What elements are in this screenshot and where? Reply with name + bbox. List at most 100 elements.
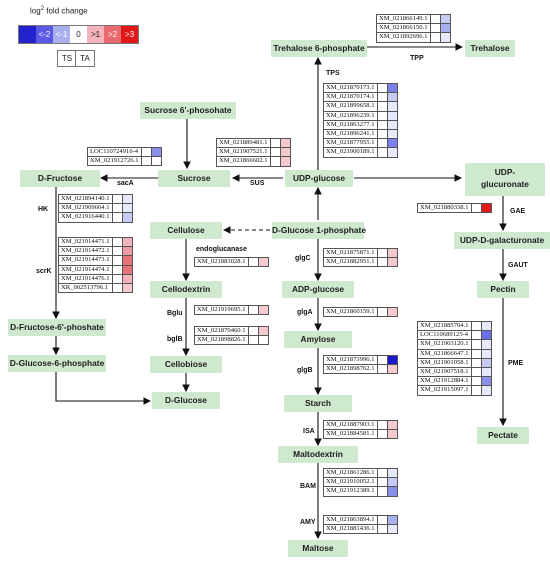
heat-cell-ta xyxy=(386,128,398,140)
heat-cell-ts xyxy=(111,282,123,294)
gene-row: XM_021870173.1 xyxy=(323,82,398,94)
heat-cell-ta xyxy=(386,110,398,121)
gene-row: XM_021883028.1 xyxy=(194,256,269,268)
gene-id: XM_021912884.1 xyxy=(417,376,472,387)
enzyme-tpp: TPP xyxy=(410,55,424,62)
gene-row: XM_021898762.1 xyxy=(323,364,398,375)
gene-id: XM_021863277.1 xyxy=(323,119,378,130)
gene-id: XM_021914474.1 xyxy=(58,264,113,275)
heat-cell-ts xyxy=(470,357,482,368)
heat-cell-ta xyxy=(279,156,291,167)
gene-row: XM_021892696.1 xyxy=(376,32,451,43)
gene-row: XM_021885704.1 xyxy=(417,320,492,332)
gene-row: XM_021919695.1 xyxy=(194,304,269,316)
heat-cell-ta xyxy=(121,264,133,275)
heat-cell-ts xyxy=(470,339,482,350)
heat-cell-ts xyxy=(269,156,281,167)
enzyme-saca: sacA xyxy=(117,180,134,187)
enzyme-bam: BAM xyxy=(300,483,316,490)
gene-id: XM_021901058.1 xyxy=(417,357,472,368)
enzyme-glga: glgA xyxy=(297,309,313,316)
gene-id: XM_021898762.1 xyxy=(323,364,378,375)
gene-id: XM_021889481.1 xyxy=(216,137,271,149)
legend-cell: <-1 xyxy=(53,26,70,43)
gene-row: XM_021870174.1 xyxy=(323,92,398,103)
heat-cell-ts xyxy=(269,147,281,158)
gene-row: XM_021866150.1 xyxy=(376,23,451,34)
heat-cell-ta xyxy=(386,419,398,431)
gene-table-endoglucanase: XM_021883028.1 xyxy=(194,256,269,268)
node-trehalose: Trehalose xyxy=(465,40,515,57)
heat-cell-ts xyxy=(376,524,388,535)
gene-id: XM_021882951.1 xyxy=(323,257,378,268)
heat-cell-ta xyxy=(257,325,269,337)
heat-cell-ta xyxy=(386,306,398,318)
heat-cell-ts xyxy=(470,366,482,378)
heat-cell-ta xyxy=(386,101,398,112)
node-sucrose-6-phosphate: Sucrose 6'-phosohate xyxy=(140,102,236,119)
gene-row: XM_021866647.1 xyxy=(417,348,492,359)
legend-cell: 0 xyxy=(70,26,87,43)
node-maltodextrin: Maltodextrin xyxy=(278,446,358,463)
node-d-glucose-6-phosphate: D-Glucose-6-phosphate xyxy=(8,355,106,372)
node-sucrose: Sucrose xyxy=(158,170,230,187)
heat-cell-ta xyxy=(121,236,133,248)
heat-cell-ta xyxy=(386,257,398,268)
heat-cell-ta xyxy=(386,524,398,535)
gene-row: XM_021907518.1 xyxy=(417,366,492,378)
heat-cell-ta xyxy=(279,137,291,149)
gene-id: XM_021900189.1 xyxy=(323,147,378,158)
gene-id: XM_021892696.1 xyxy=(376,32,431,43)
heat-cell-ts xyxy=(111,255,123,266)
heat-cell-ts xyxy=(376,419,388,431)
gene-id: XM_021912726.1 xyxy=(87,156,142,167)
enzyme-scrk: scrK xyxy=(36,268,52,275)
heat-cell-ts xyxy=(376,257,388,268)
heat-cell-ta xyxy=(480,366,492,378)
gene-row: XM_021882951.1 xyxy=(323,257,398,268)
heat-cell-ta xyxy=(386,477,398,488)
heat-cell-ts xyxy=(470,320,482,332)
node-pectate: Pectate xyxy=(477,427,529,444)
gene-row: XM_021909664.1 xyxy=(58,203,133,214)
gene-row: XM_021866602.1 xyxy=(216,156,291,167)
heat-cell-ts xyxy=(247,325,259,337)
heat-cell-ts xyxy=(376,101,388,112)
gene-row: XM_021912389.1 xyxy=(323,486,398,497)
gene-row: XR_002513796.1 xyxy=(58,282,133,294)
heat-cell-ts xyxy=(376,119,388,130)
heat-cell-ts xyxy=(429,23,441,34)
gene-id: XM_021881436.1 xyxy=(323,524,378,535)
gene-row: XM_021896241.1 xyxy=(323,128,398,140)
node-amylose: Amylose xyxy=(284,331,352,348)
legend-cell: >2 xyxy=(104,26,121,43)
legend-cell: >3 xyxy=(121,26,138,43)
heat-cell-ts xyxy=(376,247,388,259)
gene-id: XM_021915097.1 xyxy=(417,385,472,396)
gene-table-glga: XM_021860159.1 xyxy=(323,306,398,318)
enzyme-gaut: GAUT xyxy=(508,262,528,269)
enzyme-glgc: glgC xyxy=(295,255,311,262)
gene-id: XM_021914472.1 xyxy=(58,246,113,257)
gene-id: XM_021873996.1 xyxy=(323,354,378,366)
gene-id: XM_021870460.1 xyxy=(194,325,249,337)
arrow-g6p-dglucose xyxy=(55,371,152,405)
heat-cell-ts xyxy=(376,138,388,149)
legend-ta-label: TA xyxy=(75,50,95,67)
legend-cell: >1 xyxy=(87,26,104,43)
enzyme-isa: ISA xyxy=(303,428,315,435)
heat-cell-ts xyxy=(111,212,123,223)
gene-row: XM_021914474.1 xyxy=(58,264,133,275)
gene-id: XM_021912389.1 xyxy=(323,486,378,497)
heat-cell-ts xyxy=(111,273,123,284)
heat-cell-ta xyxy=(386,247,398,259)
heat-cell-ts xyxy=(376,128,388,140)
heat-cell-ts xyxy=(376,354,388,366)
